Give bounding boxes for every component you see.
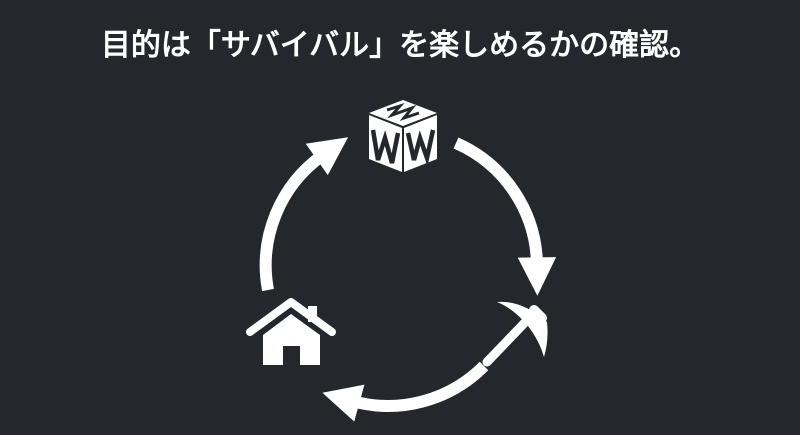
pickaxe-icon (482, 301, 548, 367)
arrow-block-to-mine (453, 137, 557, 296)
arrow-mine-to-home (322, 361, 489, 422)
arrow-home-to-block (259, 137, 349, 292)
house-icon (246, 298, 336, 365)
slide-title: 目的は「サバイバル」を楽しめるかの確認。 (100, 28, 700, 63)
block-cube-icon (369, 100, 437, 172)
